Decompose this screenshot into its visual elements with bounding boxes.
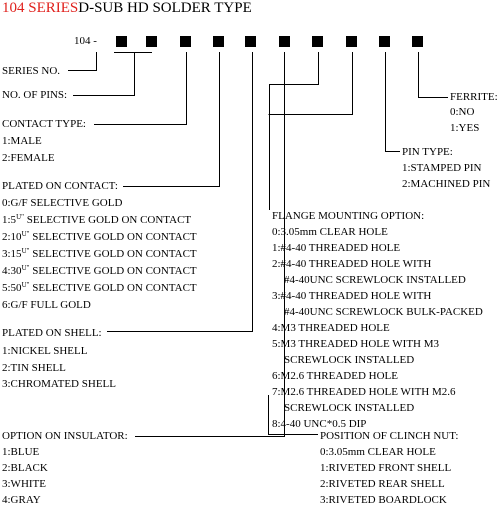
flange-option-cont: SCREWLOCK INSTALLED: [284, 354, 415, 366]
pin-type-option: 1:STAMPED PIN: [402, 162, 482, 174]
clinch-nut-option: 2:RIVETED REAR SHELL: [320, 478, 445, 490]
code-box-pins-1: [116, 36, 127, 47]
code-box-contact-type: [180, 36, 191, 47]
pin-type-label: PIN TYPE:: [402, 146, 453, 158]
insulator-option: 3:WHITE: [2, 478, 46, 490]
ferrite-label: FERRITE:: [450, 91, 498, 103]
page-title: 104 SERIESD-SUB HD SOLDER TYPE: [2, 0, 252, 17]
part-number-prefix: 104 -: [74, 35, 97, 47]
clinch-nut-option: 3:RIVETED BOARDLOCK: [320, 494, 447, 505]
code-box-insulator: [279, 36, 290, 47]
flange-option-cont: SCREWLOCK INSTALLED: [284, 402, 415, 414]
code-box-ferrite: [412, 36, 423, 47]
code-box-flange: [312, 36, 323, 47]
flange-option-cont: #4-40UNC SCREWLOCK INSTALLED: [284, 274, 466, 286]
pin-type-option: 2:MACHINED PIN: [402, 178, 491, 190]
contact-type-option: 2:FEMALE: [2, 152, 55, 164]
plated-contact-option: 5:50U" SELECTIVE GOLD ON CONTACT: [2, 281, 197, 295]
series-name: 104 SERIES: [2, 0, 79, 16]
flange-option: 7:M2.6 THREADED HOLE WITH M2.6: [272, 386, 456, 398]
flange-option: 1:#4-40 THREADED HOLE: [272, 242, 401, 254]
series-no-label: SERIES NO.: [2, 65, 61, 77]
flange-label: FLANGE MOUNTING OPTION:: [272, 210, 425, 222]
leader-pins: [73, 52, 152, 96]
code-box-plated-contact: [213, 36, 224, 47]
plated-contact-option: 2:10U" SELECTIVE GOLD ON CONTACT: [2, 230, 197, 244]
plated-contact-option: 3:15U" SELECTIVE GOLD ON CONTACT: [2, 247, 197, 261]
clinch-nut-label: POSITION OF CLINCH NUT:: [320, 430, 459, 442]
plated-shell-option: 1:NICKEL SHELL: [2, 345, 88, 357]
insulator-option: 1:BLUE: [2, 446, 40, 458]
plated-shell-option: 3:CHROMATED SHELL: [2, 378, 116, 390]
insulator-label: OPTION ON INSULATOR:: [2, 430, 128, 442]
leader-pin-type: [385, 52, 400, 152]
flange-option: 6:M2.6 THREADED HOLE: [272, 370, 398, 382]
flange-option: 5:M3 THREADED HOLE WITH M3: [272, 338, 440, 350]
plated-contact-option: 1:5U" SELECTIVE GOLD ON CONTACT: [2, 213, 192, 227]
code-box-pins-2: [146, 36, 157, 47]
flange-option: 4:M3 THREADED HOLE: [272, 322, 390, 334]
plated-shell-label: PLATED ON SHELL:: [2, 327, 102, 339]
plated-contact-label: PLATED ON CONTACT:: [2, 180, 118, 192]
ferrite-option: 0:NO: [450, 106, 475, 118]
leader-series: [68, 52, 97, 71]
contact-type-option: 1:MALE: [2, 135, 42, 147]
clinch-nut-option: 1:RIVETED FRONT SHELL: [320, 462, 452, 474]
flange-option: 3:#4-40 THREADED HOLE WITH: [272, 290, 432, 302]
contact-type-label: CONTACT TYPE:: [2, 118, 86, 130]
leader-clinch-nut: [268, 52, 353, 435]
code-box-clinch-nut: [346, 36, 357, 47]
plated-shell-option: 2:TIN SHELL: [2, 362, 66, 374]
leader-ferrite: [418, 52, 448, 98]
ferrite-option: 1:YES: [450, 122, 480, 134]
flange-option: 2:#4-40 THREADED HOLE WITH: [272, 258, 432, 270]
flange-option: 8:4-40 UNC*0.5 DIP: [272, 418, 367, 430]
code-box-pin-type: [379, 36, 390, 47]
code-box-plated-shell: [245, 36, 256, 47]
leader-plated-contact: [123, 52, 220, 187]
plated-contact-option: 4:30U" SELECTIVE GOLD ON CONTACT: [2, 264, 197, 278]
flange-option: 0:3.05mm CLEAR HOLE: [272, 226, 388, 238]
no-of-pins-label: NO. OF PINS:: [2, 89, 68, 101]
clinch-nut-option: 0:3.05mm CLEAR HOLE: [320, 446, 436, 458]
leader-contact-type: [94, 52, 187, 125]
insulator-option: 4:GRAY: [2, 494, 41, 505]
flange-option-cont: #4-40UNC SCREWLOCK BULK-PACKED: [284, 306, 483, 318]
title-rest: D-SUB HD SOLDER TYPE: [78, 0, 252, 16]
insulator-option: 2:BLACK: [2, 462, 48, 474]
leader-insulator: [135, 52, 285, 437]
leader-flange: [269, 52, 319, 210]
plated-contact-option: 0:G/F SELECTIVE GOLD: [2, 197, 123, 209]
leader-plated-shell: [107, 52, 253, 332]
plated-contact-option: 6:G/F FULL GOLD: [2, 299, 91, 311]
